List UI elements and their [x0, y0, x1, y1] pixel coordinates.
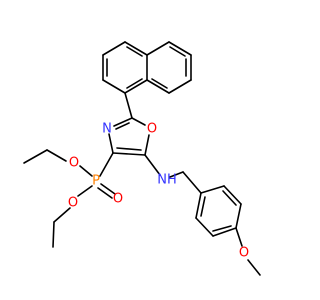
- methoxybenzylamine-group: [144, 154, 261, 276]
- aryl-oxazole-bond: [124, 92, 133, 119]
- phosphoryl-oxygen-label: O: [113, 192, 123, 207]
- phosphorus-label: P: [92, 174, 100, 189]
- atom-labels: N O P O O O NH O: [68, 122, 249, 261]
- oxazole-ring: [108, 117, 150, 156]
- ester-oxygen-upper-label: O: [69, 156, 79, 171]
- ester-oxygen-lower-label: O: [68, 196, 78, 211]
- molecule-structure: N O P O O O NH O: [23, 41, 261, 276]
- amine-label: NH: [157, 173, 177, 188]
- naphthalene-ring: [102, 41, 192, 94]
- phosphonate-group: [23, 149, 116, 248]
- oxazole-oxygen-label: O: [147, 122, 157, 137]
- structure-canvas: N O P O O O NH O: [23, 41, 261, 276]
- methoxy-oxygen-label: O: [239, 246, 249, 261]
- oxazole-nitrogen-label: N: [102, 122, 112, 137]
